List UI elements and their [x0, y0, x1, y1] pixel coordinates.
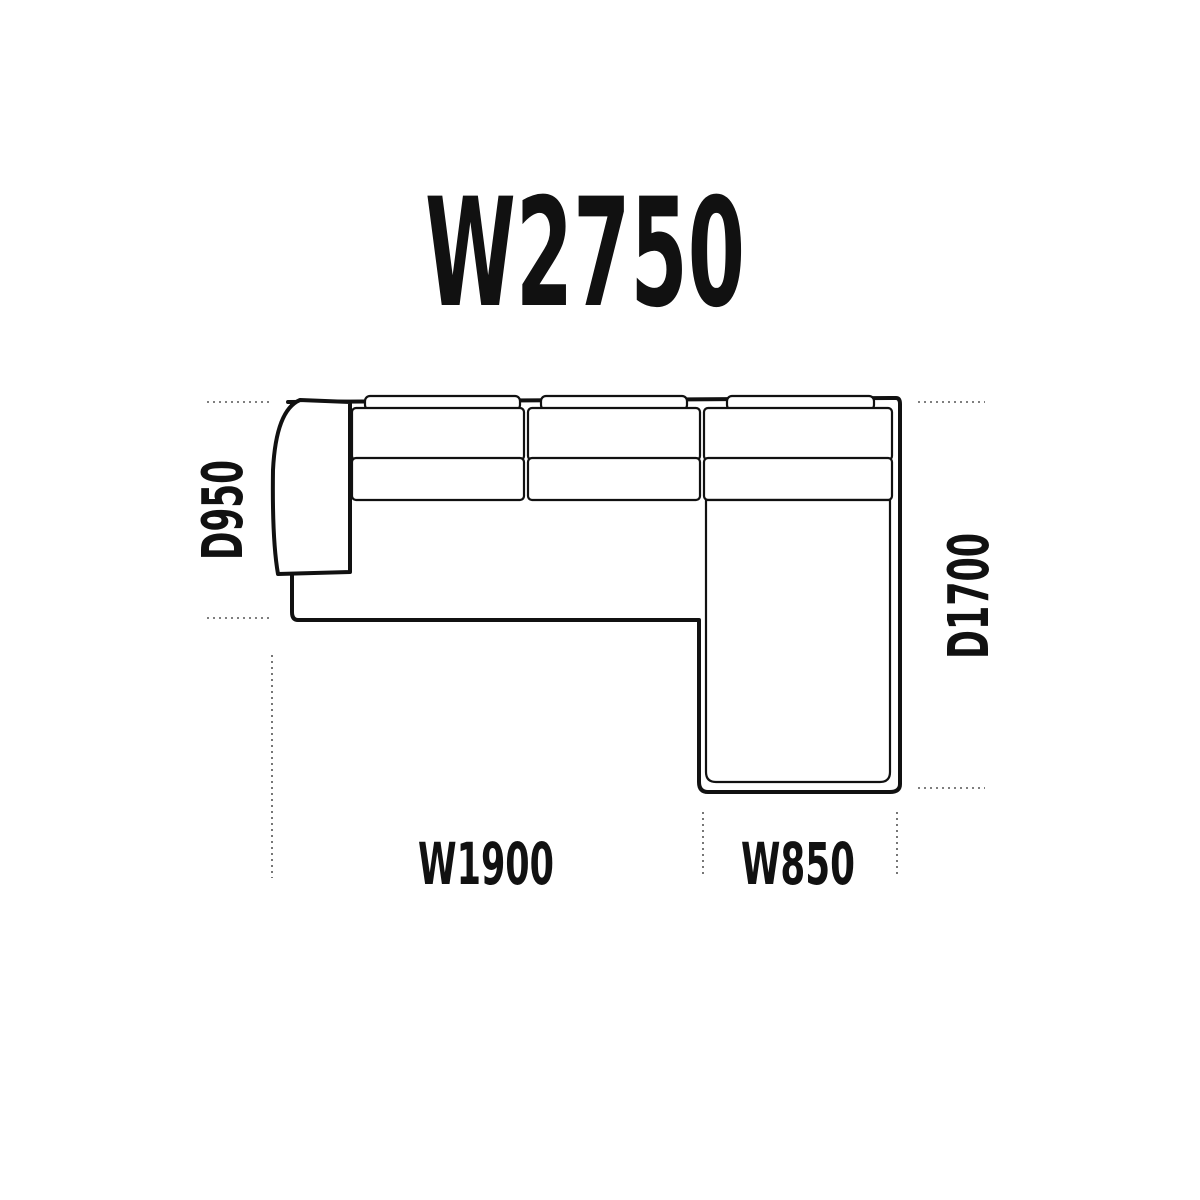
chaise-cushion	[704, 498, 892, 784]
seat-back-3	[702, 406, 894, 462]
dimension-guides	[207, 401, 985, 878]
sofa-drawing	[270, 394, 902, 794]
seat-cushion-2	[526, 456, 702, 502]
chaise-depth-label: D1700	[937, 533, 1002, 659]
sofa-depth-label: D950	[191, 460, 256, 560]
left-armrest	[270, 398, 352, 576]
seat-cushion-1	[350, 456, 526, 502]
seat-cushion-3	[702, 456, 894, 502]
chaise-width-label: W850	[741, 830, 855, 898]
seat-back-1	[350, 406, 526, 462]
sofa-width-label: W1900	[418, 830, 554, 898]
seat-back-2	[526, 406, 702, 462]
total-width-label: W2750	[425, 167, 745, 341]
